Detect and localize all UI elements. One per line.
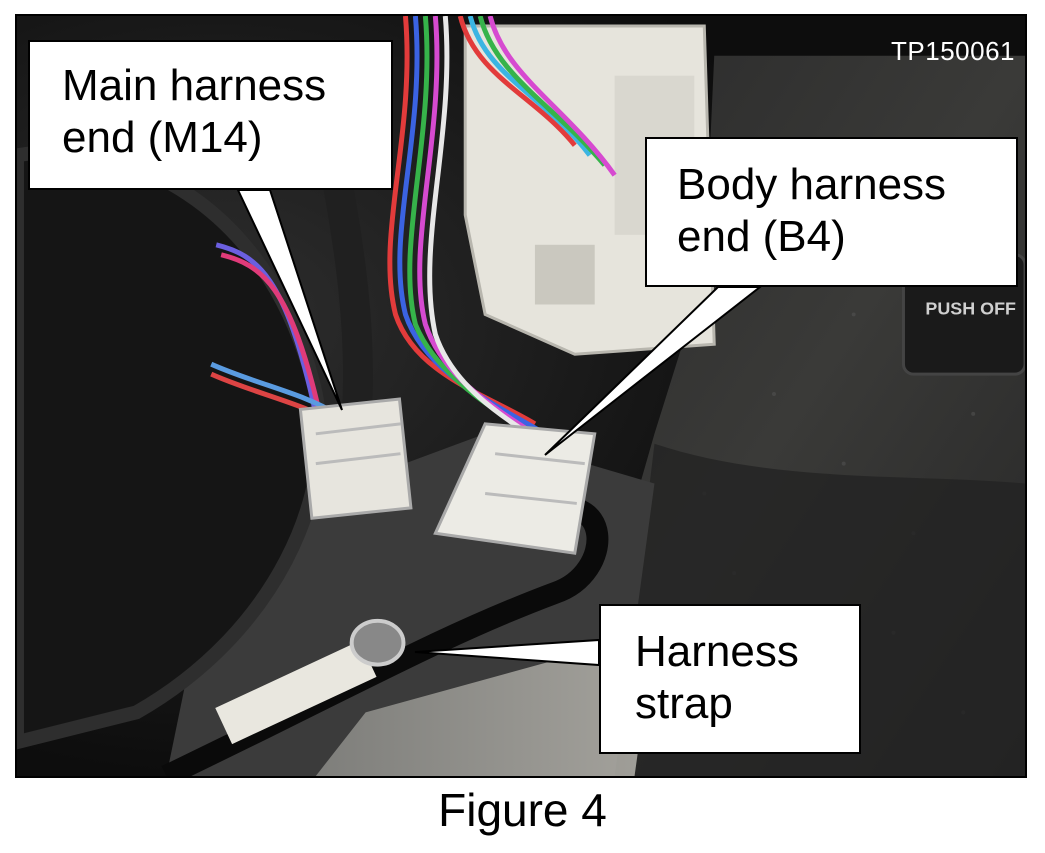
callout-body-harness-line2: end (B4) xyxy=(677,212,846,261)
harness-strap xyxy=(349,618,406,667)
switch-label: PUSH OFF xyxy=(925,298,1016,318)
door-sill xyxy=(315,632,655,776)
callout-main-harness-line2: end (M14) xyxy=(62,113,263,162)
callout-body-harness-line1: Body harness xyxy=(677,160,947,209)
photo-id-label: TP150061 xyxy=(891,36,1015,66)
callout-main-harness: Main harness end (M14) xyxy=(28,40,393,190)
callout-harness-strap: Harness strap xyxy=(599,604,861,754)
callout-harness-strap-line2: strap xyxy=(635,679,733,728)
callout-body-harness: Body harness end (B4) xyxy=(645,137,1018,287)
figure-caption: Figure 4 xyxy=(438,784,607,836)
main-harness-connector xyxy=(298,397,413,520)
callout-harness-strap-line1: Harness xyxy=(635,627,799,676)
callout-main-harness-line1: Main harness xyxy=(62,61,327,110)
harness-tag xyxy=(215,640,377,745)
